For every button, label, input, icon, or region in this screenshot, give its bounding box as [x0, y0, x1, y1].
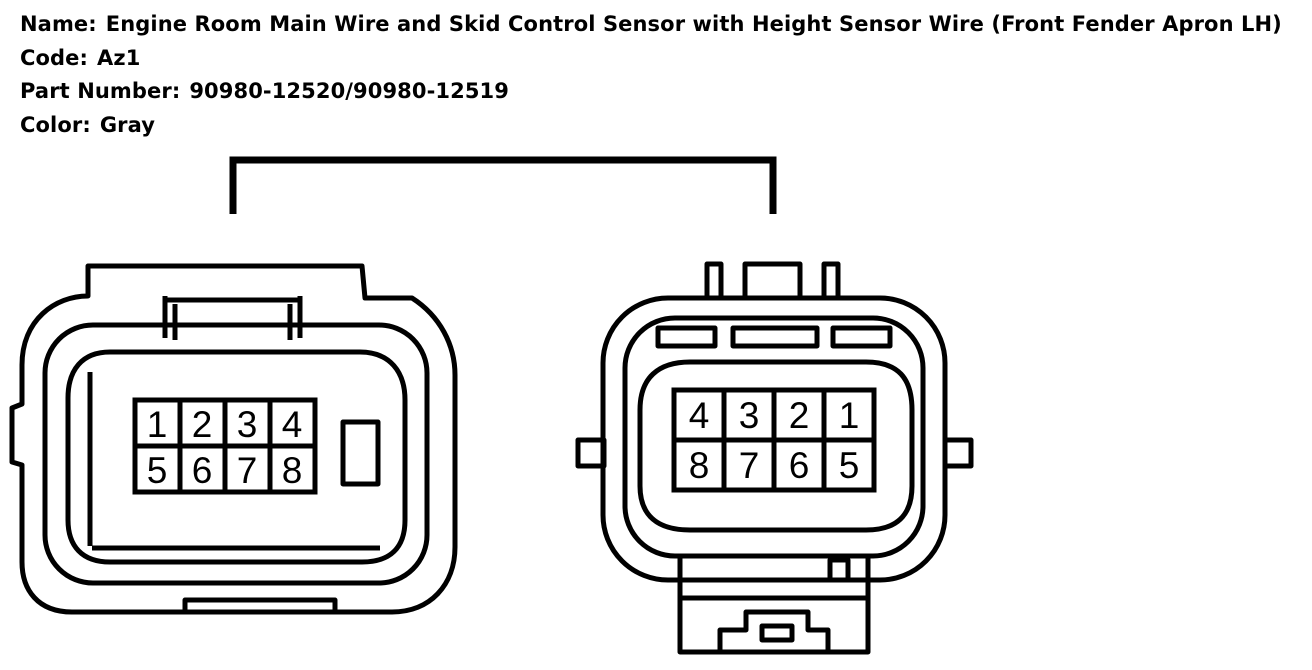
- left-connector-housing: [9, 263, 458, 615]
- right-connector-side-ear: [575, 437, 607, 469]
- right-connector-lower-body: [677, 556, 871, 655]
- left-pin-label: 1: [147, 404, 168, 445]
- left-connector-latch-inner: [172, 304, 293, 340]
- right-connector-bottom-lock-inner: [759, 623, 795, 643]
- right-pin-label: 3: [739, 395, 760, 436]
- right-pin-label: 5: [839, 445, 860, 486]
- left-pin-grid: [132, 397, 318, 495]
- right-pin-label: 6: [789, 445, 810, 486]
- color-value: Gray: [99, 112, 156, 137]
- right-pin-label: 1: [839, 395, 860, 436]
- left-pin-label: 5: [147, 450, 168, 491]
- right-pin-label: 4: [689, 395, 710, 436]
- right-connector-slot: [655, 325, 718, 349]
- left-pin-labels: 1 2 3 4 5 6 7 8: [147, 404, 303, 491]
- left-connector-bottom-rib: [182, 597, 338, 612]
- right-connector-cavity: [637, 359, 915, 533]
- part-number-value: 90980-12520/90980-12519: [189, 79, 509, 103]
- right-connector-slot: [830, 325, 893, 349]
- left-connector: [9, 263, 458, 615]
- left-connector-cavity: [65, 349, 408, 565]
- right-pin-label: 8: [689, 445, 710, 486]
- part-number-label: Part Number:: [20, 79, 181, 103]
- mating-bracket: [229, 156, 777, 214]
- left-pin-label: 8: [282, 450, 303, 491]
- right-connector-top-tab: [821, 261, 841, 300]
- right-pin-labels: 4 3 2 1 8 7 6 5: [689, 395, 860, 486]
- left-connector-latch: [162, 296, 303, 338]
- right-connector-side-ear: [942, 437, 974, 469]
- left-connector-side-key: [340, 419, 381, 487]
- left-pin-label: 2: [192, 404, 213, 445]
- right-pin-label: 2: [789, 395, 810, 436]
- left-pin-label: 6: [192, 450, 213, 491]
- right-connector-lower-tab: [827, 557, 851, 583]
- code-line: Code: Az1: [20, 42, 1305, 76]
- code-label: Code:: [20, 45, 89, 70]
- left-pin-label: 4: [282, 404, 303, 445]
- right-connector-frame: [622, 315, 926, 559]
- left-connector-inner-rim: [87, 372, 380, 551]
- name-line: Name: Engine Room Main Wire and Skid Cont…: [20, 8, 1305, 42]
- name-value: Engine Room Main Wire and Skid Control S…: [105, 12, 1282, 36]
- right-pin-grid: [671, 387, 877, 493]
- code-value: Az1: [97, 45, 141, 70]
- left-pin-label: 3: [237, 404, 258, 445]
- right-connector-bottom-lock: [717, 609, 831, 652]
- right-connector: [575, 261, 974, 655]
- left-pin-label: 7: [237, 450, 258, 491]
- right-pin-label: 7: [739, 445, 760, 486]
- color-line: Color: Gray: [20, 109, 1305, 143]
- color-label: Color:: [20, 112, 91, 137]
- right-connector-slot: [730, 325, 820, 349]
- name-label: Name:: [20, 12, 97, 36]
- connector-info: Name: Engine Room Main Wire and Skid Cont…: [20, 8, 1305, 142]
- left-connector-frame: [42, 322, 430, 586]
- right-connector-top-latch: [742, 261, 803, 300]
- right-connector-top-tab: [704, 261, 724, 300]
- part-number-line: Part Number: 90980-12520/90980-12519: [20, 75, 1305, 109]
